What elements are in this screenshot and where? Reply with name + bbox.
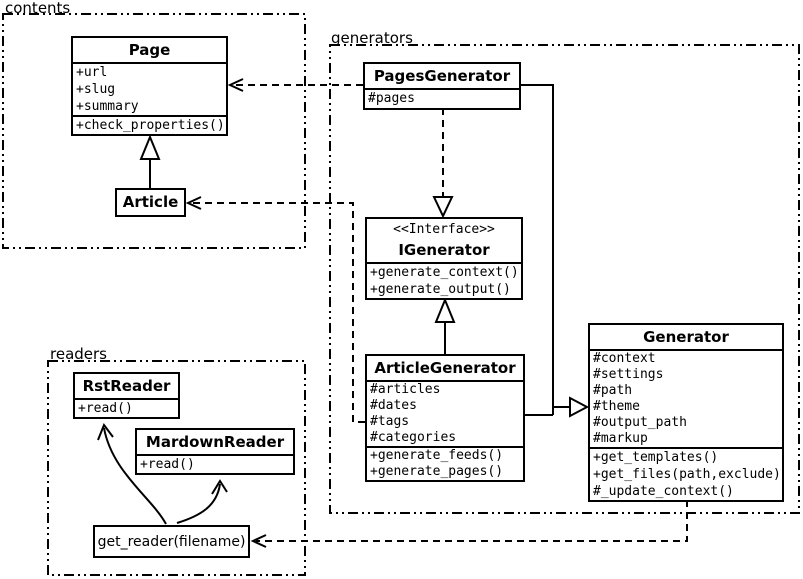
attribute: #theme	[593, 399, 640, 414]
method: #_update_context()	[593, 484, 734, 499]
attribute: #markup	[593, 431, 648, 446]
class-mardownreader-methods: +read()	[137, 456, 293, 473]
class-generator-title: Generator	[590, 325, 782, 351]
class-pagesgenerator: PagesGenerator #pages	[363, 62, 521, 110]
inheritance-generators-generator	[520, 84, 590, 418]
attribute: #pages	[368, 91, 415, 106]
attribute: #tags	[370, 414, 410, 429]
inheritance-articlegenerator-igenerator	[434, 297, 456, 354]
class-rstreader-methods: +read()	[75, 400, 178, 417]
class-article: Article	[115, 188, 186, 217]
class-article-title: Article	[122, 193, 179, 211]
class-rstreader-title: RstReader	[75, 374, 178, 400]
attribute: +url	[76, 65, 108, 80]
class-mardownreader: MardownReader +read()	[135, 428, 295, 475]
attribute: #context	[593, 351, 656, 366]
function-get-reader-label: get_reader(filename)	[97, 533, 246, 550]
package-generators-label: generators	[331, 29, 413, 47]
method: +generate_context()	[370, 265, 519, 280]
class-igenerator: <<Interface>> IGenerator +generate_conte…	[365, 217, 523, 300]
class-pagesgenerator-title: PagesGenerator	[365, 64, 519, 90]
method: +get_files(path,exclude)	[593, 467, 781, 482]
package-readers-label: readers	[50, 345, 107, 363]
method: +read()	[78, 401, 133, 416]
class-page: Page +url +slug +summary +check_properti…	[71, 36, 228, 136]
package-contents-border	[2, 13, 306, 249]
arrow-getreader-mardownreader	[176, 479, 228, 524]
attribute: #settings	[593, 367, 664, 382]
class-articlegenerator-attributes: #articles #dates #tags #categories	[367, 382, 523, 448]
package-generators-border	[329, 44, 800, 514]
method: +check_properties()	[76, 118, 225, 133]
attribute: #output_path	[593, 415, 687, 430]
class-igenerator-stereotype: <<Interface>>	[393, 222, 495, 237]
dependency-generator-getreader	[250, 500, 688, 548]
package-readers-border	[47, 360, 306, 576]
dependency-pagesgenerator-page	[227, 78, 363, 92]
class-generator-attributes: #context #settings #path #theme #output_…	[590, 351, 782, 449]
package-contents-label: contents	[5, 0, 71, 17]
attribute: #path	[593, 383, 633, 398]
class-page-attributes: +url +slug +summary	[73, 64, 226, 117]
class-rstreader: RstReader +read()	[73, 372, 180, 419]
method: +get_templates()	[593, 450, 719, 465]
attribute: #articles	[370, 382, 441, 397]
attribute: #dates	[370, 398, 417, 413]
attribute: #categories	[370, 430, 457, 445]
class-igenerator-methods: +generate_context() +generate_output()	[367, 264, 521, 298]
dependency-articlegenerator-article	[185, 196, 365, 423]
class-articlegenerator-title: ArticleGenerator	[367, 356, 523, 382]
class-pagesgenerator-attributes: #pages	[365, 90, 519, 108]
realization-pagesgenerator-igenerator	[432, 108, 454, 219]
class-page-title: Page	[73, 38, 226, 64]
method: +read()	[140, 457, 195, 472]
class-generator-methods: +get_templates() +get_files(path,exclude…	[590, 449, 782, 500]
class-igenerator-title: IGenerator	[398, 241, 490, 259]
method: +generate_pages()	[370, 464, 504, 479]
class-mardownreader-title: MardownReader	[137, 430, 293, 456]
class-articlegenerator-methods: +generate_feeds() +generate_pages()	[367, 448, 523, 480]
arrow-getreader-rstreader	[97, 422, 167, 525]
class-articlegenerator: ArticleGenerator #articles #dates #tags …	[365, 354, 525, 482]
class-igenerator-header: <<Interface>> IGenerator	[367, 219, 521, 264]
class-page-methods: +check_properties()	[73, 117, 226, 134]
attribute: +summary	[76, 99, 139, 114]
method: +generate_feeds()	[370, 448, 504, 463]
class-generator: Generator #context #settings #path #them…	[588, 323, 784, 502]
function-get-reader: get_reader(filename)	[93, 525, 250, 558]
inheritance-article-page	[139, 134, 161, 188]
method: +generate_output()	[370, 282, 511, 297]
attribute: +slug	[76, 82, 116, 97]
